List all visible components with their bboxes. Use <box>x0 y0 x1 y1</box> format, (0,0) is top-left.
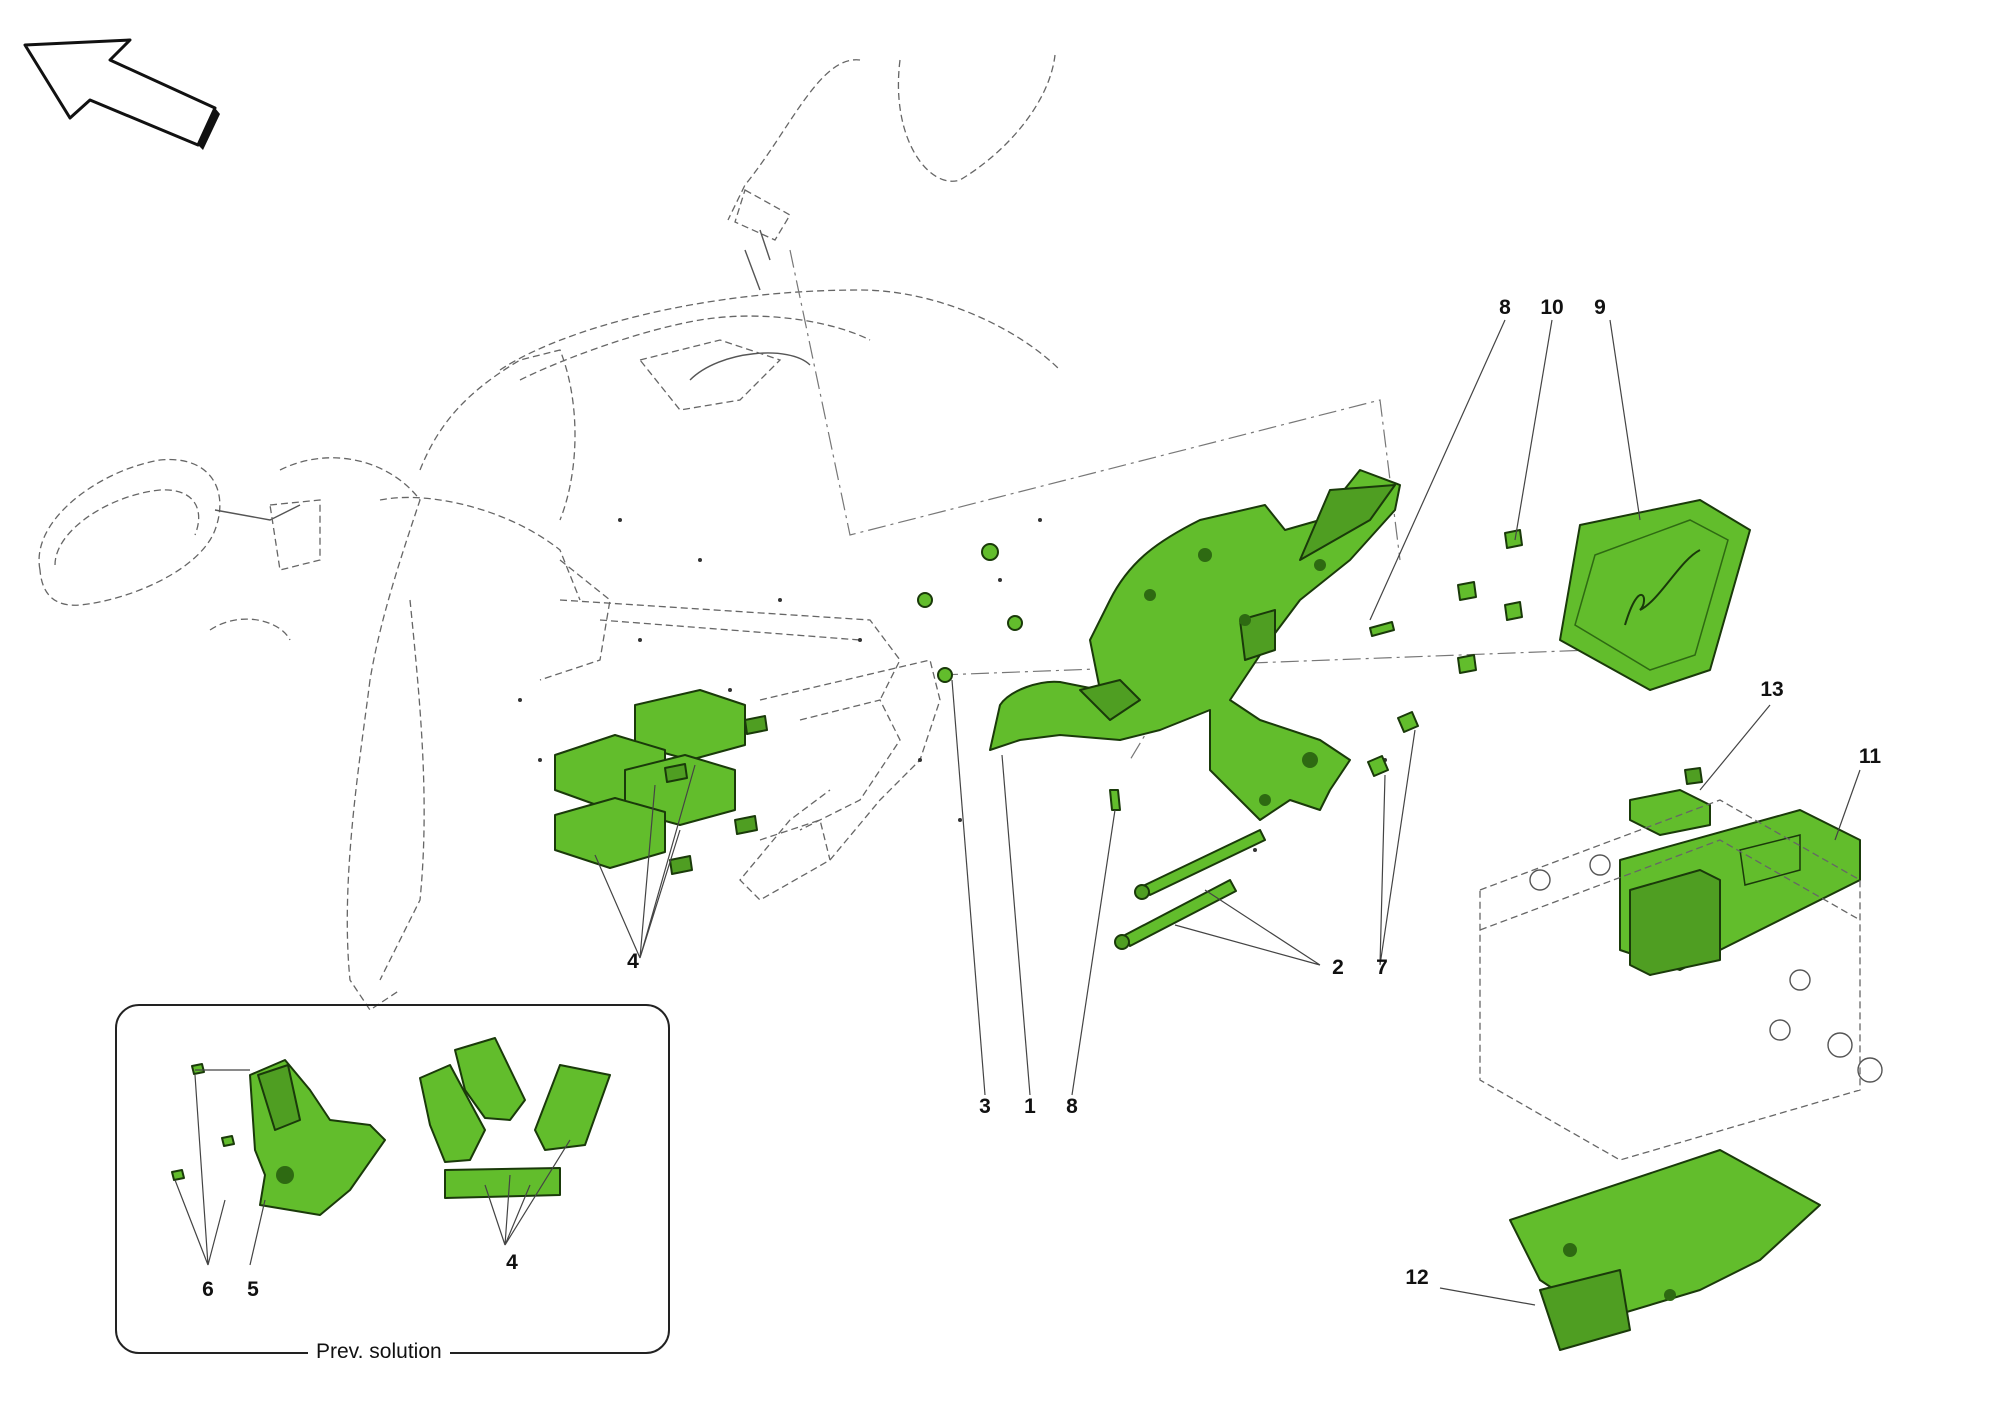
spacer-part <box>1457 529 1523 674</box>
callout-1: 1 <box>1024 1095 1036 1118</box>
callout-7: 7 <box>1376 956 1388 979</box>
callout-2: 2 <box>1332 956 1344 979</box>
callout-6: 6 <box>202 1278 214 1301</box>
callout-11: 11 <box>1858 745 1882 768</box>
module-part <box>554 689 768 875</box>
callout-5: 5 <box>247 1278 259 1301</box>
housing-context-outline <box>1479 799 1883 1161</box>
direction-arrow-icon <box>23 38 220 150</box>
screw-part <box>1109 621 1395 811</box>
callout-3: 3 <box>979 1095 991 1118</box>
mounting-plate-part <box>1509 1149 1821 1351</box>
prev-solution-inset <box>171 1037 611 1266</box>
long-bolt-part <box>1114 829 1266 950</box>
callout-8-top: 8 <box>1499 296 1511 319</box>
callout-4-inset: 4 <box>506 1251 518 1274</box>
vehicle-context-outline <box>38 54 1061 1011</box>
callout-10: 10 <box>1540 296 1564 319</box>
callout-8-bottom: 8 <box>1066 1095 1078 1118</box>
small-module-part <box>1629 767 1711 836</box>
callout-4-main: 4 <box>627 950 639 973</box>
callout-leaders <box>594 319 1861 1306</box>
callout-12: 12 <box>1405 1266 1429 1289</box>
cover-plate-part <box>1559 499 1751 691</box>
washer-part <box>937 667 953 683</box>
callout-9: 9 <box>1594 296 1606 319</box>
inset-caption: Prev. solution <box>308 1340 450 1364</box>
control-unit-part <box>1619 809 1861 976</box>
callout-13: 13 <box>1760 678 1784 701</box>
inset-frame <box>115 1004 670 1354</box>
main-bracket-part <box>989 469 1401 821</box>
fastener-nuts <box>917 543 1419 777</box>
